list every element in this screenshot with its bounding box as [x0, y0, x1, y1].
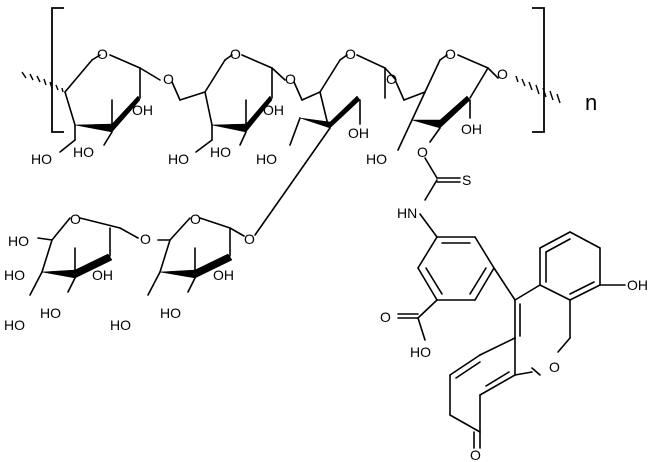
- hydroxyl-b1-c3: HO: [40, 305, 61, 321]
- glycosidic-oxygen-3: O: [386, 71, 397, 87]
- hydroxyl-b2-c2: OH: [213, 267, 234, 283]
- glycosidic-oxygen-4: O: [497, 66, 508, 82]
- hydroxyl-b1-c2: OH: [92, 267, 113, 283]
- thio-ester-oxygen: O: [417, 144, 428, 160]
- backbone-glucose-ring-2: [179, 54, 286, 153]
- ketone-oxygen: O: [470, 447, 481, 462]
- xanthene-ring-oxygen: O: [549, 359, 560, 375]
- branch-ring-oxygen-1: O: [70, 211, 81, 227]
- hydroxyl-r3-c4: HO: [256, 151, 277, 167]
- ring-oxygen-3: O: [345, 46, 356, 62]
- hydroxyl-r1-c3: HO: [73, 144, 94, 160]
- hydroxyl-r2-c2: OH: [263, 102, 284, 118]
- backbone-glucose-ring-4: [397, 54, 561, 151]
- branch-glucose-ring-2: [147, 217, 245, 296]
- thiocarbamate-linker: [424, 157, 461, 201]
- hashed-bond-left: [21, 71, 64, 93]
- glycosidic-oxygen-1: O: [163, 71, 174, 87]
- ring-oxygen-1: O: [97, 46, 108, 62]
- ring-oxygen-2: O: [230, 46, 241, 62]
- hydroxyl-r2-c3: HO: [210, 144, 231, 160]
- hydroxyl-r1-c2: OH: [132, 102, 153, 118]
- branch-glycosidic-oxygen-2: O: [140, 231, 151, 247]
- backbone-glucose-ring-1: [21, 54, 161, 153]
- branch-ring-oxygen-2: O: [190, 211, 201, 227]
- nh-group: HN: [397, 205, 417, 221]
- hydroxyl-b1-c6: HO: [8, 233, 29, 249]
- hydroxyl-r2-c4: HO: [168, 151, 189, 167]
- carboxyl-hydroxyl: HO: [410, 344, 431, 360]
- branch-glycosidic-oxygen: O: [244, 231, 255, 247]
- hydroxyl-r3-c2: OH: [348, 125, 369, 141]
- hydroxyl-b2-c4: HO: [110, 317, 131, 333]
- hydroxyl-b2-c3: HO: [160, 305, 181, 321]
- hydroxyl-b1-c4: HO: [4, 317, 25, 333]
- carboxyl-oxygen: O: [380, 309, 391, 325]
- repeat-bracket-right: [532, 7, 545, 133]
- repeat-bracket-left: [51, 7, 64, 133]
- hydroxyl-b1-c6b: HO: [4, 267, 25, 283]
- phenol-hydroxyl: OH: [627, 277, 648, 293]
- xanthene-core: [449, 231, 626, 449]
- repeat-unit-n: n: [585, 90, 597, 115]
- hydroxyl-r4-c2: OH: [461, 121, 482, 137]
- thio-sulfur: S: [462, 172, 471, 188]
- hydroxyl-r1-c4: HO: [31, 151, 52, 167]
- branch-glucose-ring-1: [29, 217, 121, 296]
- ring-oxygen-4: O: [445, 46, 456, 62]
- hydroxyl-r4-c4: HO: [366, 151, 387, 167]
- backbone-glucose-ring-3: [254, 54, 397, 236]
- benzoic-acid-ring: [397, 236, 516, 341]
- hashed-bond-right: [515, 75, 561, 104]
- glycosidic-oxygen-2: O: [285, 71, 296, 87]
